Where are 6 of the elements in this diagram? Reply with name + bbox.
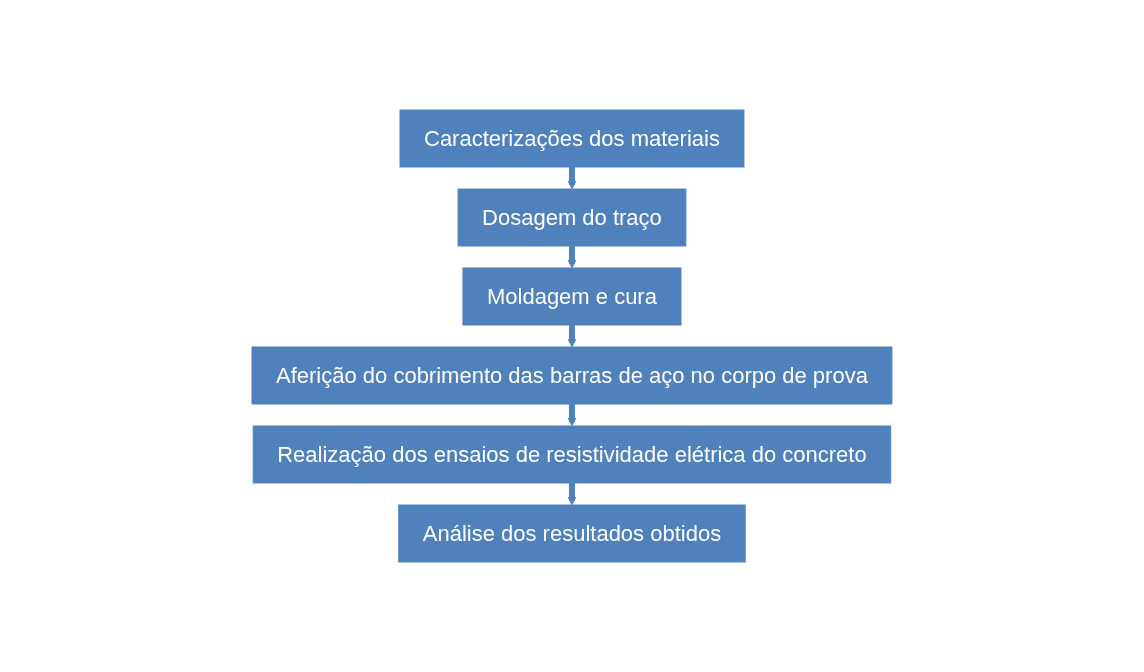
node-box: Caracterizações dos materiais: [399, 109, 745, 168]
node-box: Realização dos ensaios de resistividade elétrica do concreto: [252, 425, 892, 484]
node-box: Aferição do cobrimento das barras de aço no corpo de prova: [251, 346, 893, 405]
node-box: Análise dos resultados obtidos: [398, 504, 746, 563]
node-box: Moldagem e cura: [462, 267, 682, 326]
node-box: Dosagem do traço: [457, 188, 687, 247]
